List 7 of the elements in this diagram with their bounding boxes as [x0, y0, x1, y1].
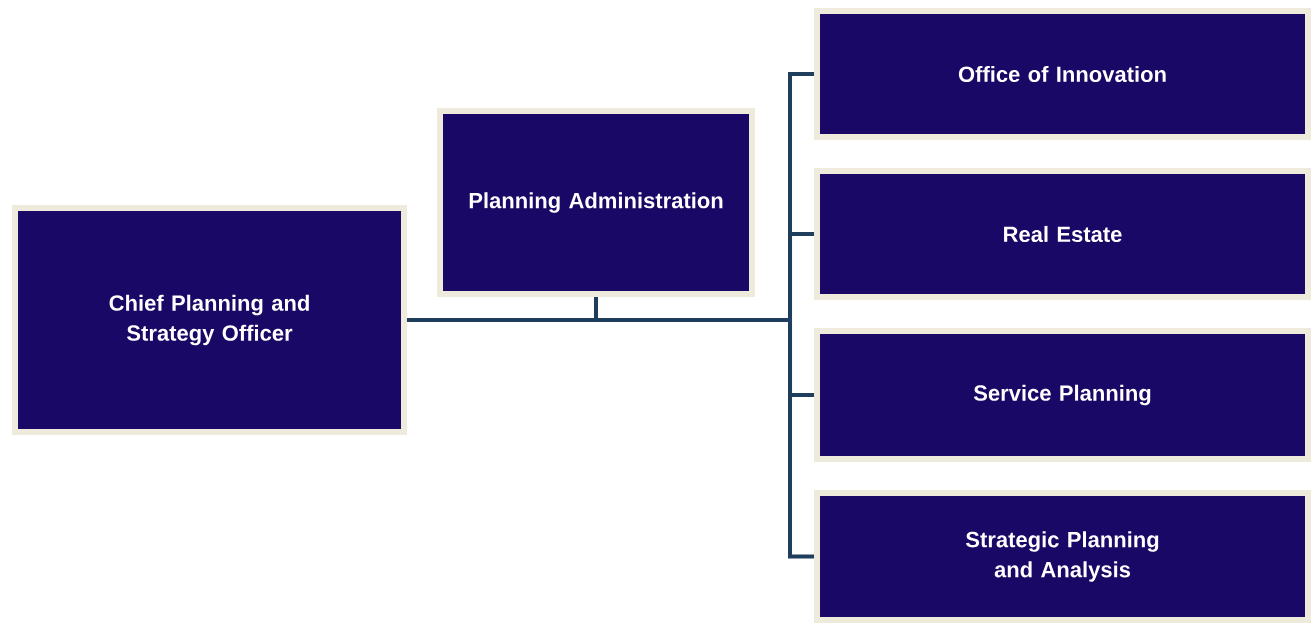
org-box: Planning Administration — [437, 108, 755, 297]
org-box: Office of Innovation — [814, 8, 1311, 140]
connector-line — [407, 318, 814, 559]
org-box: Strategic Planning and Analysis — [814, 490, 1311, 623]
org-box: Service Planning — [814, 328, 1311, 462]
org-box: Real Estate — [814, 168, 1311, 300]
org-box: Chief Planning and Strategy Officer — [12, 205, 407, 435]
